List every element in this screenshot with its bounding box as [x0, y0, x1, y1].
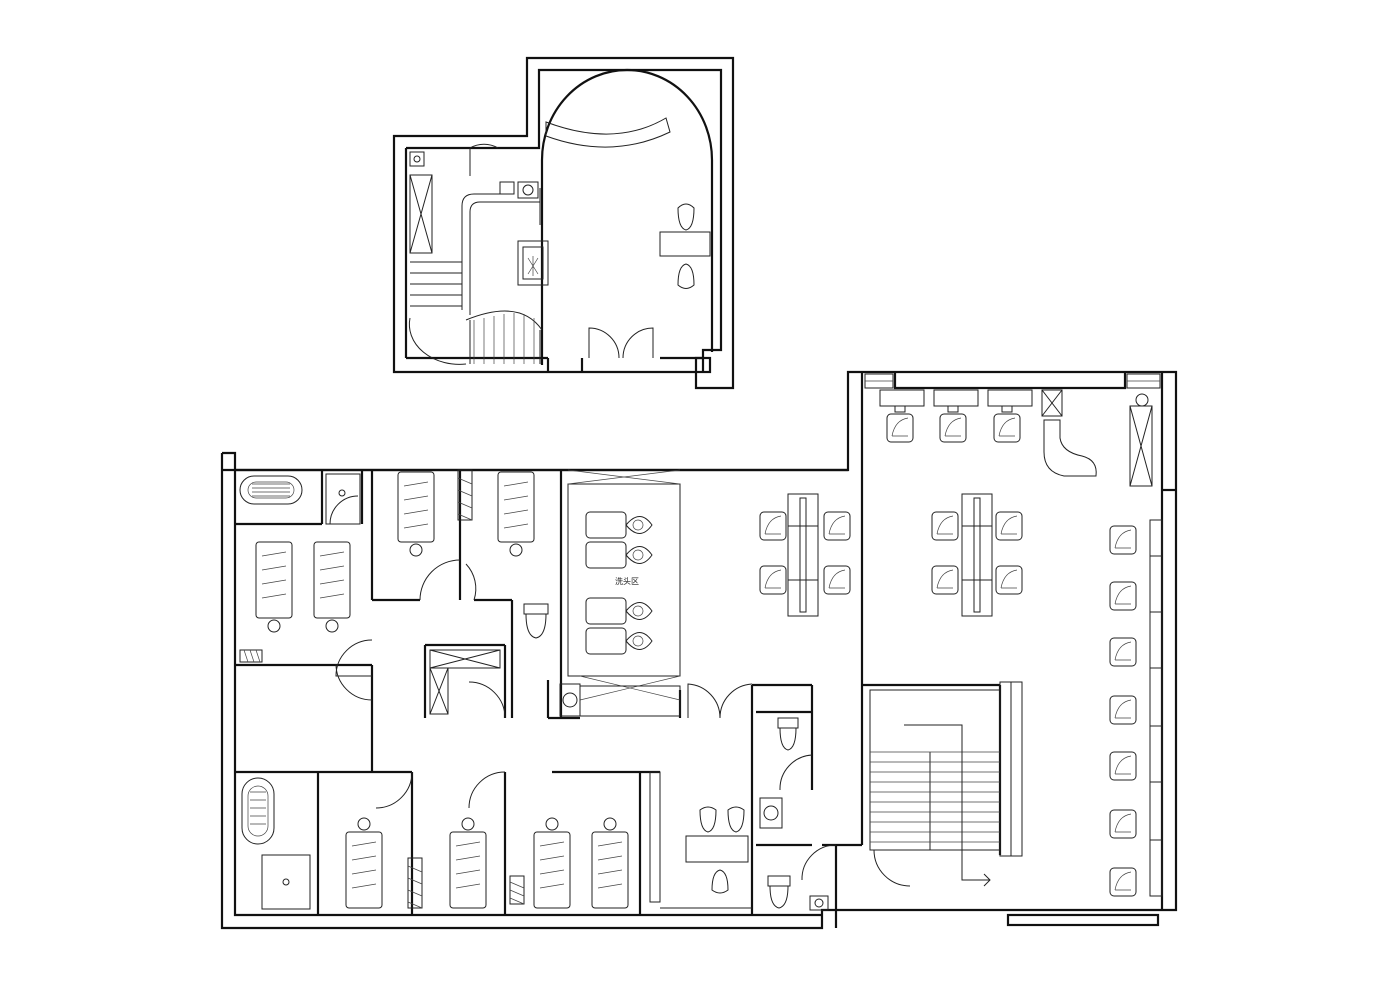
massage-bed [449, 817, 487, 909]
shower [261, 854, 311, 910]
massage-bed [345, 817, 383, 909]
shampoo-chair [585, 541, 653, 569]
interior-walls [235, 470, 1002, 915]
styling-station [961, 493, 993, 617]
wall-panel [649, 771, 661, 903]
corner-sink [409, 151, 425, 167]
window [864, 373, 1161, 389]
styling-station [787, 493, 819, 617]
shampoo-chair [585, 627, 653, 655]
radiator [509, 875, 525, 905]
toilet [777, 717, 799, 751]
sink-counter [685, 806, 749, 894]
shampoo-chair [585, 511, 653, 539]
radiator [457, 469, 473, 521]
planter [517, 240, 549, 286]
toilet [523, 603, 549, 639]
door-swing [335, 559, 911, 887]
massage-bed [313, 541, 351, 633]
bathtub [241, 777, 275, 845]
massage-bed [591, 817, 629, 909]
spiral-staircase [408, 188, 543, 365]
door-swing [469, 143, 499, 176]
radiator [407, 857, 423, 909]
storage-cabinet [409, 174, 433, 254]
wash-area [567, 469, 681, 717]
upper-floor-plan [392, 56, 735, 390]
main-floor-plan: 洗头区 [220, 370, 1178, 930]
wall-counter [1149, 519, 1163, 897]
storage-cabinet [429, 649, 501, 715]
arched-wall [540, 68, 714, 365]
wash-basin [809, 895, 829, 911]
massage-bed [397, 471, 435, 557]
upper-floor-outer-walls [392, 56, 735, 390]
sink-counter [659, 203, 711, 289]
radiator [239, 649, 263, 663]
storage-cabinet [1041, 389, 1063, 417]
massage-bed [255, 541, 293, 633]
bathtub [239, 475, 303, 505]
styling-chairs [759, 405, 1137, 897]
work-counter [879, 389, 1033, 407]
shower [325, 473, 361, 525]
wash-basin [759, 797, 783, 829]
curved-counter [545, 117, 671, 148]
curved-counter [1043, 419, 1097, 477]
staircase [869, 681, 1023, 887]
storage-cabinet [1129, 393, 1153, 487]
shampoo-chair [585, 597, 653, 625]
wash-basin [559, 683, 581, 717]
main-floor-outer-walls [220, 370, 1178, 930]
entrance-double-door [588, 327, 654, 359]
massage-bed [533, 817, 571, 909]
toilet [767, 875, 791, 909]
reception-chair [499, 181, 539, 199]
room-label: 洗头区 [615, 576, 639, 586]
massage-bed [497, 471, 535, 557]
